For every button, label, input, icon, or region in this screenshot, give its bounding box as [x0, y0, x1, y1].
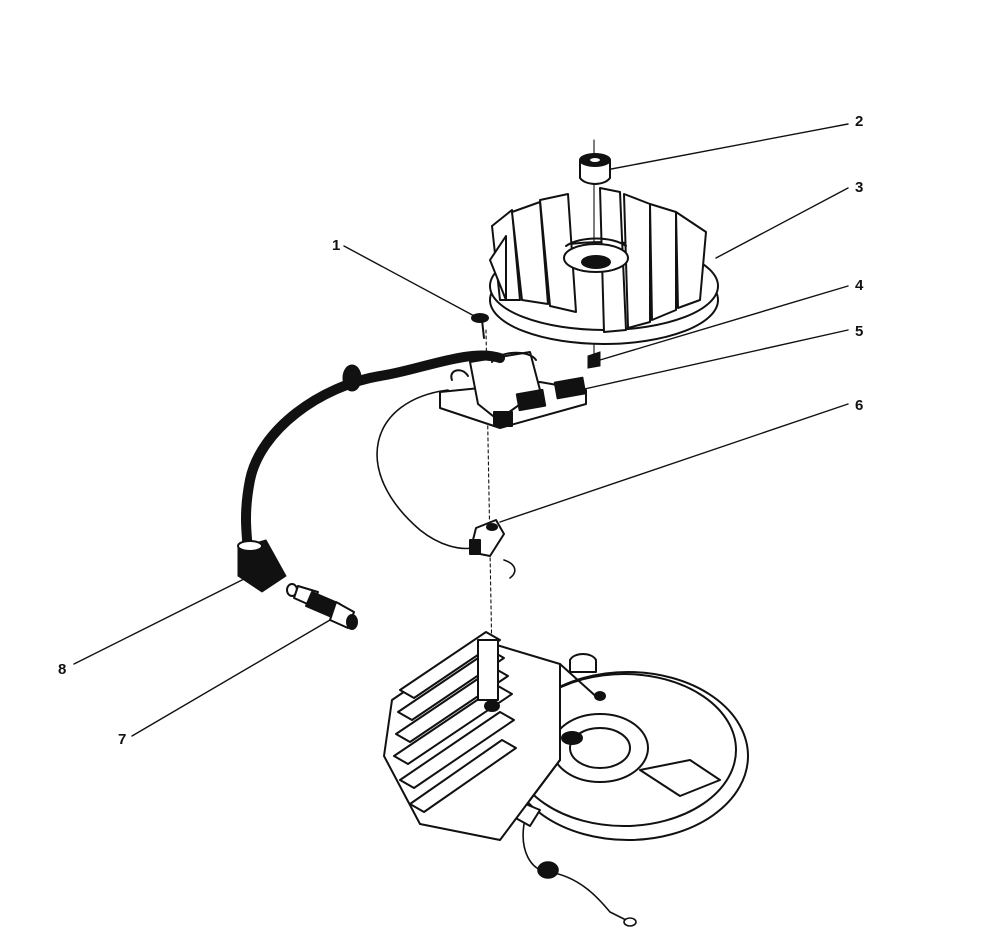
spark-plug-part — [286, 583, 358, 630]
flywheel-key-part — [587, 351, 601, 369]
leader-lines — [73, 123, 849, 737]
spark-plug-lead-part — [237, 350, 505, 593]
callout-5: 5 — [855, 323, 863, 340]
callout-1: 1 — [332, 237, 340, 254]
leader-1 — [343, 245, 479, 319]
callout-7: 7 — [118, 731, 126, 748]
leader-5 — [579, 329, 849, 391]
callout-3: 3 — [855, 179, 863, 196]
ignition-module-part — [439, 351, 587, 429]
wire-clip-part — [469, 519, 505, 557]
kill-wire-part — [522, 823, 637, 927]
callout-8: 8 — [58, 661, 66, 678]
leader-4 — [599, 285, 849, 361]
leader-3 — [715, 187, 849, 259]
flywheel-part — [489, 187, 719, 345]
leader-8 — [73, 577, 247, 665]
callout-2: 2 — [855, 113, 863, 130]
callout-6: 6 — [855, 397, 863, 414]
leader-7 — [131, 619, 331, 737]
callout-4: 4 — [855, 277, 864, 294]
ground-wire-part — [376, 389, 516, 579]
engine-block-part — [383, 631, 749, 841]
flywheel-nut-part — [579, 153, 611, 185]
leader-2 — [605, 123, 849, 171]
leader-6 — [499, 403, 849, 523]
screw-part — [471, 313, 489, 339]
